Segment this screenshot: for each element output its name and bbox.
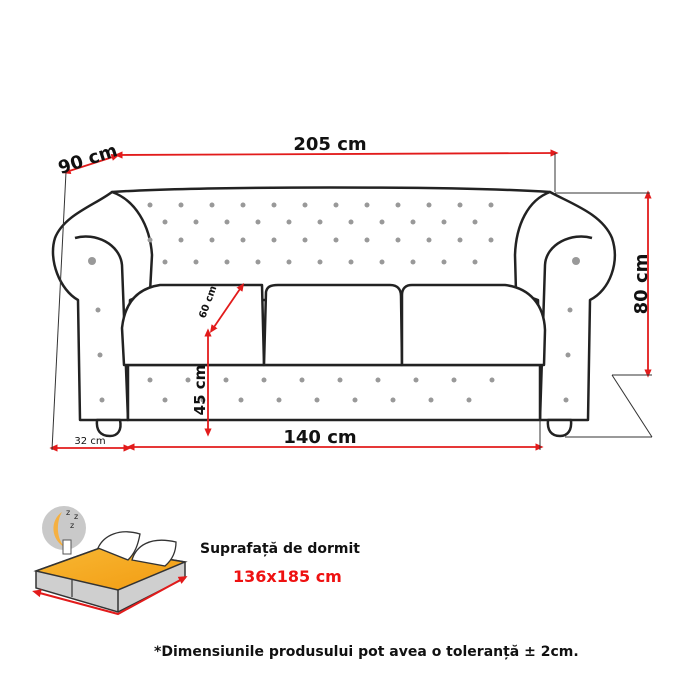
sleeping-surface-size: 136x185 cm [233, 567, 342, 586]
tuft-button [162, 219, 168, 225]
tuft-button [223, 377, 229, 383]
tuft-button [238, 397, 244, 403]
tuft-button [286, 219, 292, 225]
tuft-button [162, 259, 168, 265]
tuft-button [390, 397, 396, 403]
extension-lines [51, 153, 653, 451]
tuft-button [441, 259, 447, 265]
tuft-button [147, 377, 153, 383]
tuft-button [466, 397, 472, 403]
sofa-back [110, 186, 552, 302]
tuft-button [317, 219, 323, 225]
sleeping-surface-label: Suprafață de dormit [200, 541, 360, 557]
tuft-button [472, 259, 478, 265]
depth-label: 90 cm [56, 140, 120, 179]
svg-text:z: z [74, 512, 78, 521]
tuft-button [337, 377, 343, 383]
seat-cushion-left [120, 283, 266, 367]
tuft-button [178, 202, 184, 208]
tuft-button [413, 377, 419, 383]
tuft-button [317, 259, 323, 265]
tuft-button [410, 259, 416, 265]
arm-width-label: 32 cm [74, 436, 105, 447]
tuft-button [209, 202, 215, 208]
seat-depth-line [209, 283, 245, 333]
tuft-button [348, 259, 354, 265]
tuft-button [261, 377, 267, 383]
tuft-button [428, 397, 434, 403]
seat-cushion-middle [262, 283, 404, 367]
height-label: 80 cm [631, 254, 652, 315]
tuft-button [314, 397, 320, 403]
tuft-button [299, 377, 305, 383]
tuft-button [375, 377, 381, 383]
tuft-button [410, 219, 416, 225]
tuft-button [457, 202, 463, 208]
right-foot [546, 418, 573, 438]
tuft-button [271, 202, 277, 208]
width-label: 205 cm [293, 134, 366, 155]
svg-text:z: z [66, 508, 70, 517]
tuft-button [224, 219, 230, 225]
tuft-button [364, 237, 370, 243]
tuft-button [441, 219, 447, 225]
tuft-button [193, 219, 199, 225]
tuft-button [395, 202, 401, 208]
tuft-button [200, 397, 206, 403]
tuft-button [276, 397, 282, 403]
tuft-button [472, 219, 478, 225]
tuft-button [147, 237, 153, 243]
left-foot [95, 418, 122, 438]
tuft-button [488, 202, 494, 208]
tuft-button [426, 202, 432, 208]
tuft-button [255, 259, 261, 265]
tuft-button [488, 237, 494, 243]
tuft-button [364, 202, 370, 208]
tuft-button [224, 259, 230, 265]
tuft-button [451, 377, 457, 383]
tuft-button [457, 237, 463, 243]
tolerance-note: *Dimensiunile produsului pot avea o tole… [154, 644, 579, 660]
tuft-button [147, 202, 153, 208]
tuft-button [489, 377, 495, 383]
tuft-button [185, 377, 191, 383]
depth-line [62, 153, 120, 175]
width-line [114, 149, 559, 159]
tuft-button [209, 237, 215, 243]
tuft-button [162, 397, 168, 403]
tuft-button [240, 202, 246, 208]
sofa-base [126, 363, 542, 422]
tuft-button [255, 219, 261, 225]
dimension-lines [49, 149, 652, 452]
seat-cushion-right [400, 283, 547, 367]
tuft-button [271, 237, 277, 243]
tuft-button [333, 237, 339, 243]
sofa-drawing [51, 186, 617, 438]
tuft-button [302, 202, 308, 208]
seat-height-label: 45 cm [191, 365, 209, 416]
tufting-buttons [88, 202, 580, 403]
seat-width-label: 140 cm [283, 427, 356, 448]
tuft-button [286, 259, 292, 265]
svg-text:z: z [70, 521, 74, 530]
tuft-button [379, 219, 385, 225]
tuft-button [348, 219, 354, 225]
tuft-button [333, 202, 339, 208]
tuft-button [352, 397, 358, 403]
tuft-button [178, 237, 184, 243]
tuft-button [379, 259, 385, 265]
tuft-button [193, 259, 199, 265]
tuft-button [426, 237, 432, 243]
tuft-button [302, 237, 308, 243]
tuft-button [240, 237, 246, 243]
tuft-button [395, 237, 401, 243]
